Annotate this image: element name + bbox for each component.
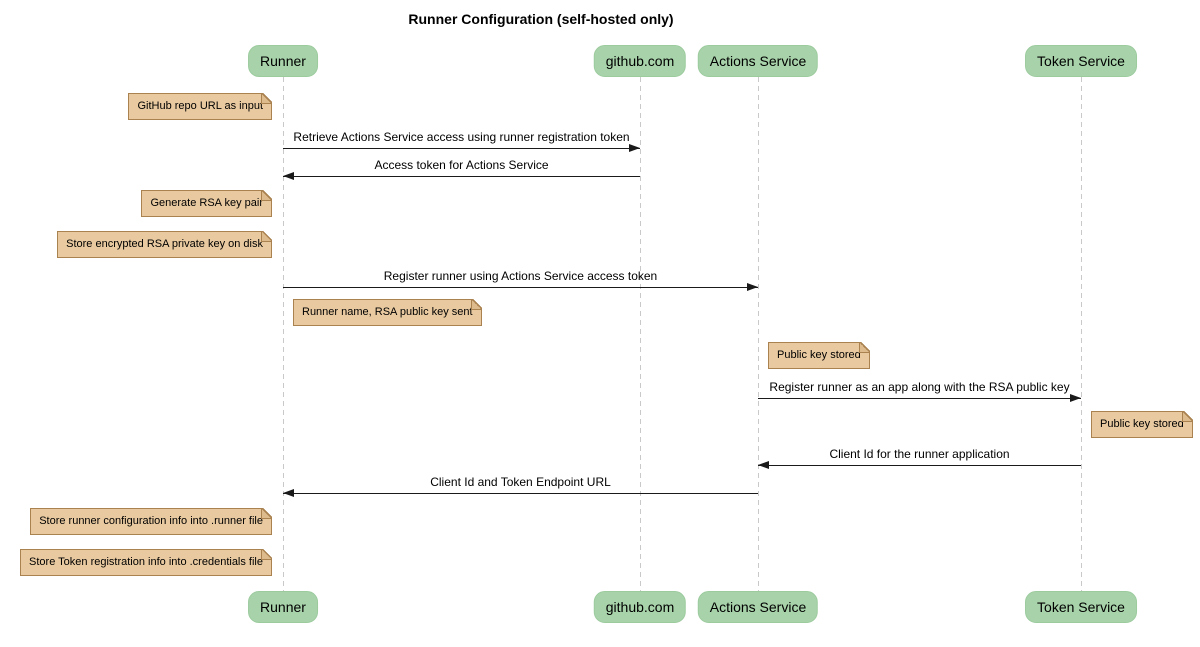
note-fold-icon <box>858 342 870 353</box>
message-label: Register runner as an app along with the… <box>769 380 1070 394</box>
note: Generate RSA key pair <box>141 190 272 217</box>
note-text: Store encrypted RSA private key on disk <box>66 238 263 250</box>
note: Public key stored <box>1091 411 1193 438</box>
message-label: Retrieve Actions Service access using ru… <box>293 130 630 144</box>
note-text: Public key stored <box>777 349 861 361</box>
message-line <box>758 465 1081 466</box>
note-fold-icon <box>261 508 272 519</box>
note-text: Store Token registration info into .cred… <box>29 556 263 568</box>
note-text: Generate RSA key pair <box>150 197 263 209</box>
participant-runner-top: Runner <box>248 45 318 77</box>
note-fold-icon <box>261 549 272 560</box>
message-arrowhead-icon <box>747 283 758 291</box>
message-arrowhead-icon <box>758 461 769 469</box>
participant-token-bottom: Token Service <box>1025 591 1137 623</box>
message-line <box>283 493 758 494</box>
note-text: Public key stored <box>1100 418 1184 430</box>
message-line <box>283 148 640 149</box>
note-fold-icon <box>470 299 482 310</box>
message-label: Client Id for the runner application <box>829 447 1010 461</box>
note: Runner name, RSA public key sent <box>293 299 482 326</box>
diagram-title: Runner Configuration (self-hosted only) <box>408 11 674 27</box>
note: Public key stored <box>768 342 870 369</box>
note-text: GitHub repo URL as input <box>137 100 263 112</box>
message-line <box>283 287 758 288</box>
note-fold-icon <box>261 93 272 104</box>
lifeline-runner <box>283 77 284 591</box>
participant-runner-bottom: Runner <box>248 591 318 623</box>
message-arrowhead-icon <box>283 489 294 497</box>
note: Store runner configuration info into .ru… <box>30 508 272 535</box>
message-label: Access token for Actions Service <box>374 158 549 172</box>
participant-token-top: Token Service <box>1025 45 1137 77</box>
note: Store encrypted RSA private key on disk <box>57 231 272 258</box>
participant-actions-top: Actions Service <box>697 45 819 77</box>
message-label: Client Id and Token Endpoint URL <box>430 475 611 489</box>
participant-github-top: github.com <box>593 45 687 77</box>
lifeline-github <box>640 77 641 591</box>
note-fold-icon <box>261 190 272 201</box>
message-line <box>283 176 640 177</box>
message-label: Register runner using Actions Service ac… <box>383 269 658 283</box>
lifeline-actions <box>758 77 759 591</box>
note-fold-icon <box>1181 411 1193 422</box>
message-arrowhead-icon <box>629 144 640 152</box>
lifeline-token <box>1081 77 1082 591</box>
note-text: Store runner configuration info into .ru… <box>39 515 263 527</box>
message-arrowhead-icon <box>283 172 294 180</box>
note: GitHub repo URL as input <box>128 93 272 120</box>
note: Store Token registration info into .cred… <box>20 549 272 576</box>
message-line <box>758 398 1081 399</box>
participant-github-bottom: github.com <box>593 591 687 623</box>
note-fold-icon <box>261 231 272 242</box>
message-arrowhead-icon <box>1070 394 1081 402</box>
note-text: Runner name, RSA public key sent <box>302 306 473 318</box>
participant-actions-bottom: Actions Service <box>697 591 819 623</box>
